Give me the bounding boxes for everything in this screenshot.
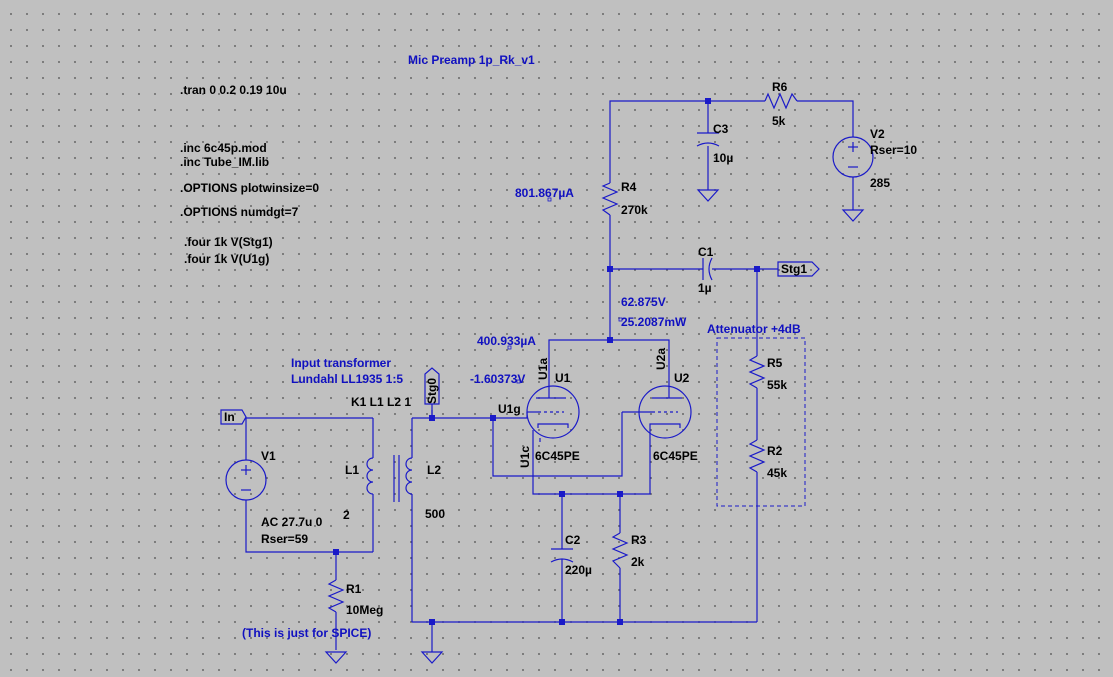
stg1-flag-shape[interactable] bbox=[777, 261, 820, 277]
directive-numdgt[interactable]: .OPTIONS numdgt=7 bbox=[180, 205, 299, 219]
r3-value[interactable]: 2k bbox=[631, 555, 645, 569]
v1-symbol[interactable] bbox=[225, 459, 267, 501]
in-flag-shape[interactable] bbox=[220, 409, 247, 425]
directive-inc-lib[interactable]: .inc Tube_IM.lib bbox=[180, 155, 270, 169]
v1-value[interactable]: AC 27.7u 0 bbox=[261, 515, 323, 529]
r3-name[interactable]: R3 bbox=[631, 533, 647, 547]
r4-symbol[interactable] bbox=[601, 182, 619, 216]
c3-value[interactable]: 10µ bbox=[713, 151, 734, 165]
c2-value[interactable]: 220µ bbox=[565, 563, 592, 577]
r5-symbol[interactable] bbox=[748, 355, 766, 389]
coupling-directive[interactable]: K1 L1 L2 1 bbox=[351, 395, 412, 409]
c1-value[interactable]: 1µ bbox=[698, 281, 712, 295]
net-label-u1c[interactable]: U1c bbox=[518, 445, 532, 468]
ground-v2 bbox=[841, 209, 865, 222]
attenuator-box bbox=[716, 337, 806, 507]
op-plate-voltage: 62.875V bbox=[621, 295, 666, 309]
r4-value[interactable]: 270k bbox=[621, 203, 648, 217]
directive-tran[interactable]: .tran 0 0.2 0.19 10u bbox=[180, 83, 287, 97]
comment-input-transformer: Input transformer bbox=[291, 356, 392, 370]
c2-name[interactable]: C2 bbox=[565, 533, 581, 547]
l2-name[interactable]: L2 bbox=[427, 463, 442, 477]
c1-name[interactable]: C1 bbox=[698, 245, 714, 259]
r6-symbol[interactable] bbox=[764, 92, 798, 110]
c3-name[interactable]: C3 bbox=[713, 122, 729, 136]
r2-name[interactable]: R2 bbox=[767, 444, 783, 458]
v2-symbol[interactable] bbox=[832, 136, 874, 178]
ground-r1 bbox=[324, 651, 348, 664]
l1-value[interactable]: 2 bbox=[343, 508, 350, 522]
r2-value[interactable]: 45k bbox=[767, 466, 788, 480]
r5-value[interactable]: 55k bbox=[767, 378, 788, 392]
net-label-stg0[interactable]: Stg0 bbox=[425, 377, 439, 404]
r1-value[interactable]: 10Meg bbox=[346, 603, 384, 617]
v1-rser[interactable]: Rser=59 bbox=[261, 532, 309, 546]
transformer-symbol[interactable] bbox=[366, 417, 432, 622]
comment-attenuator: Attenuator +4dB bbox=[707, 322, 801, 336]
comment-spice-note: (This is just for SPICE) bbox=[242, 626, 372, 640]
r1-name[interactable]: R1 bbox=[346, 582, 362, 596]
l2-value[interactable]: 500 bbox=[425, 507, 446, 521]
u2-name[interactable]: U2 bbox=[674, 371, 690, 385]
u1-tube-symbol[interactable] bbox=[526, 382, 580, 442]
net-label-u1g[interactable]: U1g bbox=[498, 402, 521, 416]
r5-name[interactable]: R5 bbox=[767, 356, 783, 370]
net-label-u2a[interactable]: U2a bbox=[654, 347, 668, 370]
net-label-in[interactable]: In bbox=[224, 410, 235, 424]
comment-transformer-model: Lundahl LL1935 1:5 bbox=[291, 372, 404, 386]
r2-symbol[interactable] bbox=[748, 439, 766, 473]
op-point-markers bbox=[507, 197, 623, 384]
wire-supply[interactable] bbox=[609, 100, 854, 210]
v2-value[interactable]: 285 bbox=[870, 176, 891, 190]
ground-main bbox=[420, 651, 444, 664]
r6-value[interactable]: 5k bbox=[772, 114, 786, 128]
r6-name[interactable]: R6 bbox=[772, 80, 788, 94]
directive-four-u1g[interactable]: .four 1k V(U1g) bbox=[184, 252, 270, 266]
c2-symbol[interactable] bbox=[550, 548, 574, 563]
c3-symbol[interactable] bbox=[696, 132, 720, 147]
net-label-stg1[interactable]: Stg1 bbox=[781, 262, 808, 276]
u1-name[interactable]: U1 bbox=[555, 371, 571, 385]
net-label-u1a[interactable]: U1a bbox=[536, 357, 550, 380]
op-grid-voltage: -1.60373V bbox=[470, 372, 526, 386]
wire-input[interactable] bbox=[245, 417, 373, 650]
directive-four-stg1[interactable]: .four 1k V(Stg1) bbox=[184, 235, 273, 249]
wire-grid[interactable] bbox=[412, 410, 757, 652]
c1-symbol[interactable] bbox=[702, 257, 713, 281]
op-plate-power: 25.2087mW bbox=[621, 315, 687, 329]
u1-model[interactable]: 6C45PE bbox=[535, 449, 580, 463]
u2-tube-symbol[interactable] bbox=[622, 382, 692, 439]
u2-model[interactable]: 6C45PE bbox=[653, 449, 698, 463]
op-r4-current: 801.867µA bbox=[515, 186, 574, 200]
l1-name[interactable]: L1 bbox=[345, 463, 360, 477]
directive-plotwinsize[interactable]: .OPTIONS plotwinsize=0 bbox=[180, 181, 320, 195]
junctions bbox=[333, 98, 760, 625]
r1-symbol[interactable] bbox=[327, 579, 345, 613]
schematic-title: Mic Preamp 1p_Rk_v1 bbox=[408, 53, 535, 67]
v1-name[interactable]: V1 bbox=[261, 449, 276, 463]
v2-rser[interactable]: Rser=10 bbox=[870, 143, 918, 157]
op-tube-current: 400.933µA bbox=[477, 334, 536, 348]
v2-name[interactable]: V2 bbox=[870, 127, 885, 141]
ground-c3 bbox=[696, 189, 720, 202]
directive-inc-model[interactable]: .inc 6c45p.mod bbox=[180, 141, 267, 155]
r3-symbol[interactable] bbox=[611, 532, 629, 569]
r4-name[interactable]: R4 bbox=[621, 180, 637, 194]
